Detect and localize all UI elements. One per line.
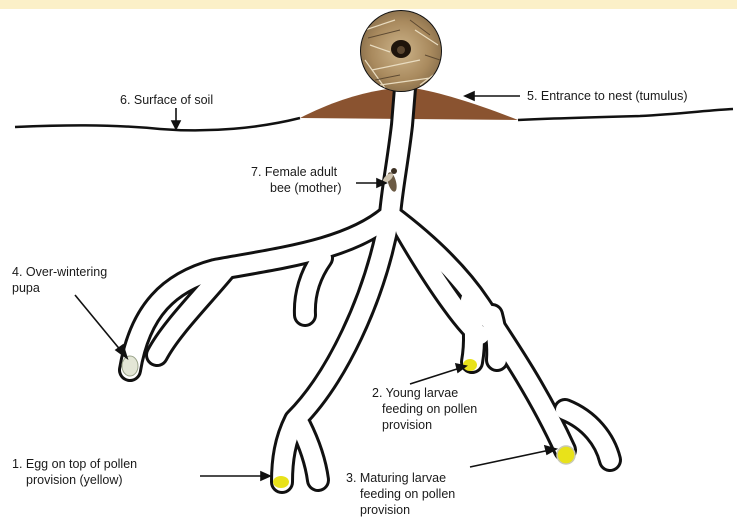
label-line: 4. Over-wintering	[12, 264, 107, 280]
label-over-wintering-pupa: 4. Over-wintering pupa	[12, 264, 107, 296]
pollen-provision-egg	[273, 476, 289, 488]
label-line: 6. Surface of soil	[120, 92, 213, 108]
label-young-larvae: 2. Young larvae feeding on pollen provis…	[372, 385, 477, 433]
label-line: 7. Female adult	[251, 164, 342, 180]
label-line: provision	[346, 502, 455, 518]
pupa-cell	[122, 356, 138, 376]
label-female-adult-bee: 7. Female adult bee (mother)	[251, 164, 342, 196]
nest-entrance-photo	[360, 10, 442, 92]
tunnel-system	[130, 88, 610, 482]
label-line: provision (yellow)	[12, 472, 137, 488]
label-surface-of-soil: 6. Surface of soil	[120, 92, 213, 108]
label-egg-on-pollen: 1. Egg on top of pollen provision (yello…	[12, 456, 137, 488]
label-line: 1. Egg on top of pollen	[12, 456, 137, 472]
label-line: 5. Entrance to nest (tumulus)	[527, 88, 688, 104]
label-entrance-to-nest: 5. Entrance to nest (tumulus)	[527, 88, 688, 104]
label-line: bee (mother)	[251, 180, 342, 196]
label-line: 2. Young larvae	[372, 385, 477, 401]
label-line: provision	[372, 417, 477, 433]
label-line: pupa	[12, 280, 107, 296]
label-line: 3. Maturing larvae	[346, 470, 455, 486]
label-maturing-larvae: 3. Maturing larvae feeding on pollen pro…	[346, 470, 455, 518]
label-line: feeding on pollen	[346, 486, 455, 502]
pollen-provision-maturing	[557, 446, 575, 464]
label-line: feeding on pollen	[372, 401, 477, 417]
pollen-provision-young	[463, 359, 477, 371]
